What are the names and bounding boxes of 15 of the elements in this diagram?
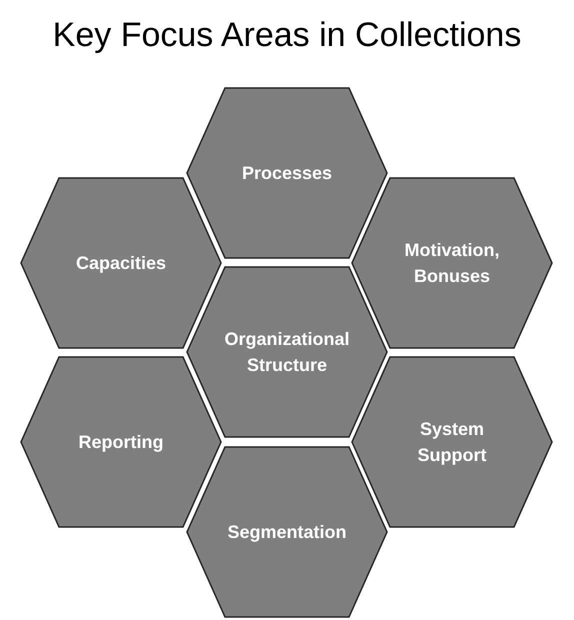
hexagon	[20, 356, 222, 528]
hexagon-label: Segmentation	[226, 520, 348, 544]
title: Key Focus Areas in Collections	[52, 16, 522, 55]
hexagon	[186, 87, 388, 259]
hexagon-label: Capacities	[74, 252, 168, 275]
hexagon-label: Motivation, Bonuses	[404, 238, 500, 288]
hexagon-label: Reporting	[78, 430, 164, 454]
hexagon-label: System Support	[416, 418, 488, 467]
hexagon	[351, 177, 553, 349]
hexagon	[186, 446, 388, 618]
hexagon-label: Organizational Structure	[223, 328, 350, 377]
hexagon	[351, 356, 553, 528]
hexagon	[20, 177, 222, 349]
hexagon-label: Processes	[240, 162, 334, 185]
hexagon	[186, 266, 388, 438]
